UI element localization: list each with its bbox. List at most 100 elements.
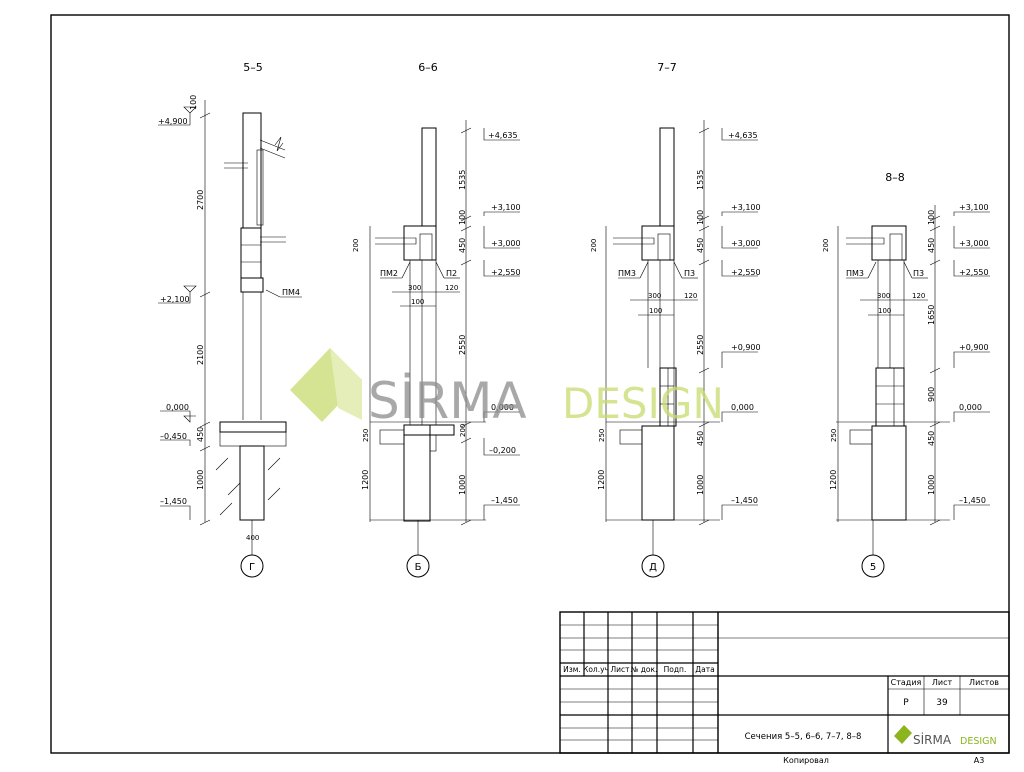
lintel-pm4 — [240, 277, 264, 293]
dim: 100 — [927, 210, 936, 225]
dim: 250 — [362, 429, 370, 442]
dim: 1000 — [196, 470, 205, 490]
axis-bubble — [641, 554, 665, 578]
beam-pm3 — [871, 225, 907, 261]
level-mark: –1,450 — [731, 496, 758, 505]
dim: 200 — [352, 239, 360, 252]
block-course — [875, 367, 905, 427]
level-mark: +3,100 — [959, 203, 989, 212]
level-mark: –1,450 — [160, 497, 187, 506]
level-mark: 0,000 — [491, 403, 514, 412]
foundation — [641, 425, 675, 521]
header-data: Дата — [695, 665, 714, 674]
dim: 450 — [696, 238, 705, 253]
axis-label: Г — [249, 562, 255, 573]
dim: 250 — [598, 429, 606, 442]
stage-label: Стадия — [891, 678, 922, 687]
foundation — [871, 425, 907, 521]
dim: 1200 — [361, 470, 370, 490]
dim: 450 — [927, 238, 936, 253]
section-5-5: 5–5 100 2700 2100 450 — [158, 61, 302, 578]
level-mark: 0,000 — [959, 403, 982, 412]
level-mark: +3,000 — [731, 239, 761, 248]
section-6-6: 6–6 1535 100 450 2550 200 1000 — [352, 61, 521, 578]
header-list: Лист — [610, 665, 630, 674]
dim: 250 — [830, 429, 838, 442]
header-doc: № док. — [631, 665, 658, 674]
watermark-word-sirma: SİRMA — [368, 372, 527, 430]
floor-slab — [219, 421, 287, 433]
dim: 450 — [196, 427, 205, 442]
level-mark: +4,900 — [158, 117, 188, 126]
dim: 1000 — [696, 475, 705, 495]
level-mark: –0,450 — [160, 432, 187, 441]
wall-upper — [659, 127, 675, 227]
sheet-frame — [50, 14, 1010, 754]
dim: 300 — [877, 292, 890, 300]
dim: 200 — [590, 239, 598, 252]
section-title: 7–7 — [657, 61, 677, 74]
level-mark: +2,550 — [959, 268, 989, 277]
level-mark: +4,635 — [488, 131, 518, 140]
dim: 2100 — [196, 345, 205, 365]
sheet-value: 39 — [936, 698, 948, 708]
level-mark: +4,635 — [728, 131, 758, 140]
dim: 300 — [648, 292, 661, 300]
dim: 120 — [912, 292, 925, 300]
dim: 450 — [696, 431, 705, 446]
element-label: П3 — [913, 269, 924, 278]
dim: 200 — [822, 239, 830, 252]
element-label: ПМ4 — [282, 288, 300, 297]
level-mark: +3,000 — [959, 239, 989, 248]
header-izm: Изм. — [563, 665, 581, 674]
stage-value: Р — [903, 698, 909, 708]
dim: 100 — [649, 307, 662, 315]
element-label: П2 — [446, 269, 457, 278]
company-logo: SİRMA DESIGN — [894, 725, 997, 747]
dim: 2550 — [696, 335, 705, 355]
foundation — [403, 424, 431, 522]
dim: 1650 — [927, 305, 936, 325]
dim: 120 — [445, 284, 458, 292]
dim: 1200 — [597, 470, 606, 490]
section-8-8: 8–8 100 450 1650 900 450 1000 200 25 — [822, 171, 990, 578]
section-title: 8–8 — [885, 171, 905, 184]
dim: 1535 — [458, 170, 467, 190]
watermark-word-design: DESIGN — [562, 379, 724, 428]
dim: 900 — [927, 387, 936, 402]
level-mark: +0,900 — [959, 343, 989, 352]
section-title: 5–5 — [243, 61, 263, 74]
level-mark: –1,450 — [959, 496, 986, 505]
dim: 1200 — [829, 470, 838, 490]
logo-word-sirma: SİRMA — [913, 732, 952, 747]
element-label: ПМ2 — [380, 269, 398, 278]
copied-label: Копировал — [783, 756, 829, 765]
element-label: П3 — [684, 269, 695, 278]
level-mark: –0,200 — [489, 446, 516, 455]
dim: 100 — [878, 307, 891, 315]
drawing-title: Сечения 5–5, 6–6, 7–7, 8–8 — [745, 732, 862, 742]
level-mark: +3,100 — [491, 203, 521, 212]
header-kol-uch: Кол.уч — [583, 665, 609, 674]
level-mark: +2,100 — [160, 295, 190, 304]
sheet-label: Лист — [932, 678, 953, 687]
axis-label: Б — [415, 562, 422, 573]
level-mark: 0,000 — [166, 403, 189, 412]
dim: 100 — [458, 210, 467, 225]
element-label: ПМ3 — [846, 269, 864, 278]
title-block: Изм. Кол.уч Лист № док. Подп. Дата Стади… — [559, 611, 1010, 754]
dim: 100 — [189, 95, 198, 110]
dim: 200 — [459, 424, 467, 437]
section-title: 6–6 — [418, 61, 438, 74]
dim: 300 — [408, 284, 421, 292]
level-mark: 0,000 — [731, 403, 754, 412]
dim: 2700 — [196, 190, 205, 210]
dim: 2550 — [458, 335, 467, 355]
level-mark: +2,550 — [731, 268, 761, 277]
axis-bubble — [406, 554, 430, 578]
format-label: А3 — [974, 756, 985, 765]
dim: 400 — [246, 534, 259, 542]
level-mark: +3,000 — [491, 239, 521, 248]
